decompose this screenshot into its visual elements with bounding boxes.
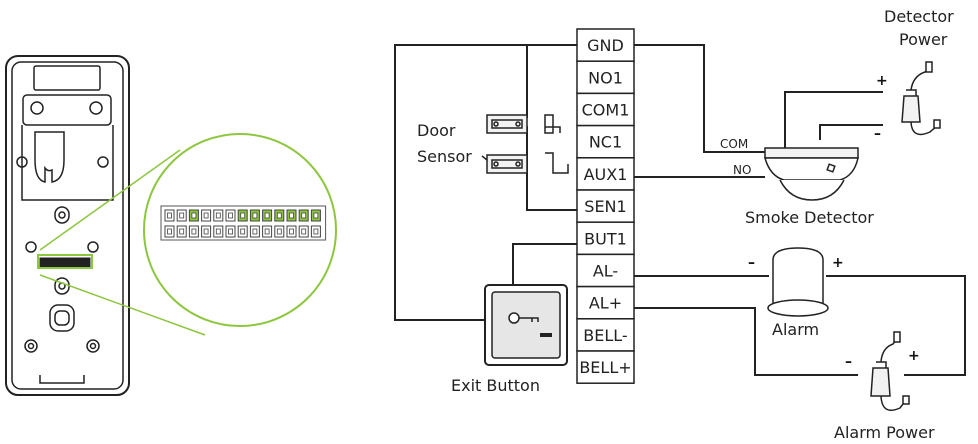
connector-pin-hole	[240, 212, 246, 219]
connector-pin-hole	[167, 212, 172, 219]
terminal-label: AL-	[593, 262, 618, 281]
detector-plus-sign: +	[876, 73, 888, 89]
connector-pin-hole	[167, 228, 172, 235]
terminal-cell	[576, 221, 635, 256]
terminal-cell	[576, 318, 635, 352]
terminal-cell	[576, 92, 635, 127]
com-label: COM	[720, 137, 748, 151]
terminal-label: AUX1	[584, 165, 628, 184]
door-sensor-icon	[486, 114, 569, 174]
no-label: NO	[733, 163, 751, 177]
wires	[394, 44, 966, 376]
detector-minus-sign: –	[874, 126, 881, 142]
connector-pin-hole	[252, 212, 258, 219]
terminal-cell	[576, 157, 635, 191]
connector-pin-hole	[252, 228, 258, 235]
connector-pin-hole	[179, 212, 185, 219]
connector-pin-hole	[276, 212, 282, 219]
alarm-minus-sign: –	[748, 255, 755, 271]
exit-button-label: Exit Button	[451, 376, 540, 395]
connector-pin-hole	[215, 212, 221, 219]
terminal-cell	[576, 189, 635, 223]
connector-pins	[160, 205, 327, 241]
detector-power-adapter-icon	[901, 61, 941, 136]
terminal-label: GND	[587, 36, 624, 55]
connector-pin-hole	[179, 228, 185, 235]
door-sensor-leader	[481, 155, 488, 161]
detector-power-label-1: Detector	[884, 7, 954, 26]
terminal-cell	[576, 28, 635, 62]
alarm-plus-sign: +	[832, 255, 844, 271]
connector-pin-hole	[301, 228, 307, 235]
smoke-detector-icon	[764, 147, 859, 201]
connector-pin-hole	[313, 228, 319, 235]
connector-pin-hole	[203, 212, 209, 219]
smoke-detector-label: Smoke Detector	[745, 208, 874, 227]
connector-pin-hole	[228, 212, 233, 219]
terminal-label: AL+	[589, 294, 622, 313]
connector-pin-hole	[276, 228, 282, 235]
terminal-cell	[576, 253, 635, 288]
terminal-label: BELL-	[583, 326, 627, 345]
terminal-cell	[576, 350, 635, 384]
connector-pin-hole	[289, 228, 294, 235]
connector-pin-hole	[228, 228, 233, 235]
connector-pin-hole	[203, 228, 209, 235]
connector-pin-hole	[264, 228, 270, 235]
exit-button-icon	[484, 284, 568, 366]
terminal-label: BELL+	[579, 358, 631, 377]
alarm-power-label: Alarm Power	[834, 423, 935, 442]
terminal-label: NO1	[588, 68, 623, 87]
terminal-label: BUT1	[584, 229, 627, 248]
connector-pin-hole	[313, 212, 319, 219]
detector-power-label-2: Power	[899, 30, 948, 49]
alarm-siren-icon	[767, 247, 829, 317]
device-back-panel	[5, 55, 130, 396]
door-sensor-label-2: Sensor	[417, 147, 472, 166]
terminal-label: SEN1	[584, 197, 626, 216]
connector-pin-hole	[240, 228, 246, 235]
alarm-power-adapter-icon	[870, 331, 910, 411]
terminal-cell	[576, 124, 635, 159]
connector-pin-hole	[215, 228, 221, 235]
connector-pin-hole	[191, 228, 197, 235]
door-sensor-label-1: Door	[417, 121, 456, 140]
terminal-label: NC1	[589, 133, 622, 152]
connector-pin-hole	[301, 212, 307, 219]
connector-pin-hole	[289, 212, 294, 219]
alarm-power-plus-sign: +	[908, 348, 920, 364]
connector-pin-hole	[264, 212, 270, 219]
terminal-cell	[576, 60, 635, 95]
alarm-label: Alarm	[772, 320, 819, 339]
terminal-label: COM1	[582, 101, 630, 120]
magnifier-lines	[37, 149, 206, 336]
alarm-power-minus-sign: –	[845, 354, 852, 370]
connector-pin-hole	[191, 212, 197, 219]
